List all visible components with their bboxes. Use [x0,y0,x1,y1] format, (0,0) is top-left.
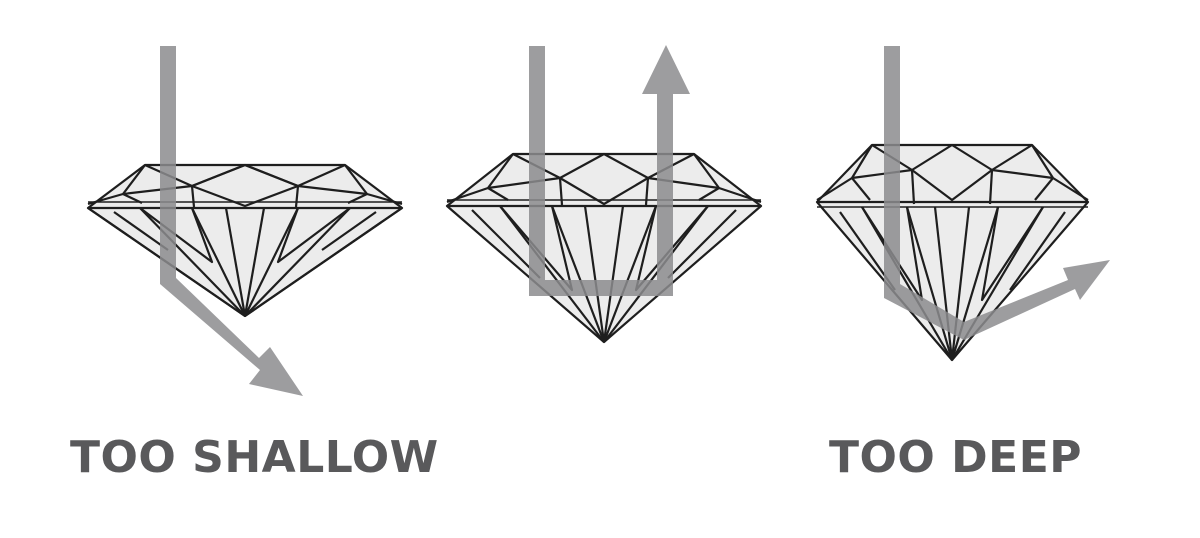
light-path-ideal [529,45,690,296]
too-shallow-pavilion-facets [87,207,403,317]
caption-too-deep: TOO DEEP [829,432,1083,483]
light-leaks-through-bottom [160,46,303,396]
light-returns-through-top [529,45,690,296]
ideal-pavilion-facets [471,205,737,343]
caption-too-shallow: TOO SHALLOW [70,432,439,483]
ideal-diamond [445,152,763,344]
light-path-shallow [160,46,303,396]
too-shallow-diamond [86,163,404,318]
